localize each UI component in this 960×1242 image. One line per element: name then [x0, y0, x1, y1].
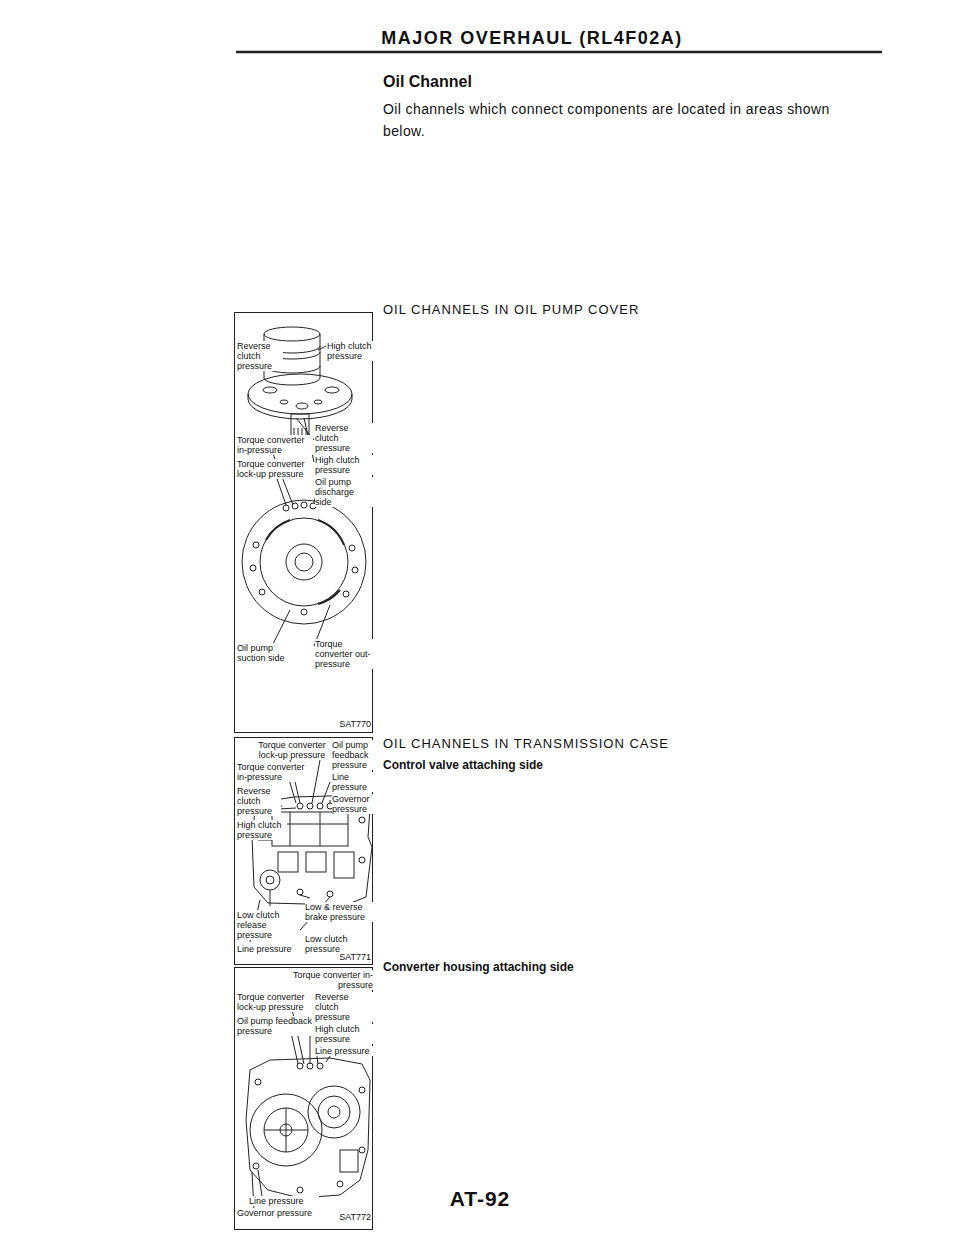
callout-label: Line pressure — [249, 1196, 319, 1206]
callout-label: Governor pressure — [237, 1208, 327, 1218]
figure-frame: Reverse clutch pressureHigh clutch press… — [234, 312, 373, 733]
callout-label: Oil pump feedback pressure — [237, 1016, 313, 1036]
figure-code: SAT772 — [331, 1212, 371, 1222]
body-text: Oil channels which connect components ar… — [383, 98, 863, 142]
page-title: MAJOR OVERHAUL (RL4F02A) — [232, 28, 832, 49]
callout-label: Oil pump suction side — [237, 643, 297, 663]
callout-label: High clutch pressure — [315, 455, 373, 475]
callout-label: Torque converter in-pressure — [237, 435, 313, 455]
callout-label: High clutch pressure — [327, 341, 373, 361]
callout-label: Line pressure — [332, 772, 373, 792]
callout-label: Torque converter in-pressure — [275, 970, 373, 990]
callout-label: Reverse clutch pressure — [315, 423, 373, 453]
subsection-heading: OIL CHANNELS IN TRANSMISSION CASE — [383, 736, 863, 752]
callout-label: Torque converter lock-up pressure — [237, 459, 313, 479]
callout-label: Torque converter out-pressure — [315, 639, 373, 669]
section-heading: Oil Channel — [383, 72, 683, 92]
callout-label: Reverse clutch pressure — [315, 992, 373, 1022]
callout-label: Reverse clutch pressure — [237, 341, 283, 371]
callout-label: Line pressure — [237, 944, 303, 954]
callout-label: Low & reverse brake pressure — [305, 902, 373, 922]
callout-label: Reverse clutch pressure — [237, 786, 281, 816]
callout-label: Torque converter lock-up pressure — [237, 992, 313, 1012]
view-heading: Converter housing attaching side — [383, 960, 863, 975]
page-number: AT-92 — [380, 1186, 580, 1212]
figure-frame: Torque converter lock-up pressureOil pum… — [234, 737, 373, 965]
figure-code: SAT770 — [331, 719, 371, 729]
view-heading: Control valve attaching side — [383, 758, 863, 773]
header-rule — [236, 51, 882, 54]
callout-label: Line pressure — [315, 1046, 373, 1056]
callout-label: High clutch pressure — [237, 820, 287, 840]
callout-label: High clutch pressure — [315, 1024, 373, 1044]
callout-label: Torque converter lock-up pressure — [253, 740, 331, 760]
figure-frame: Torque converter in-pressureTorque conve… — [234, 967, 373, 1230]
callout-label: Governor pressure — [332, 794, 373, 814]
callout-label: Torque converter in-pressure — [237, 762, 313, 782]
subsection-heading: OIL CHANNELS IN OIL PUMP COVER — [383, 302, 863, 318]
callout-label: Oil pump discharge side — [315, 477, 373, 507]
figure-code: SAT771 — [331, 952, 371, 962]
callout-label: Low clutch release pressure — [237, 910, 293, 940]
callout-label: Low clutch pressure — [305, 934, 365, 954]
callout-label: Oil pump feedback pressure — [332, 740, 373, 770]
